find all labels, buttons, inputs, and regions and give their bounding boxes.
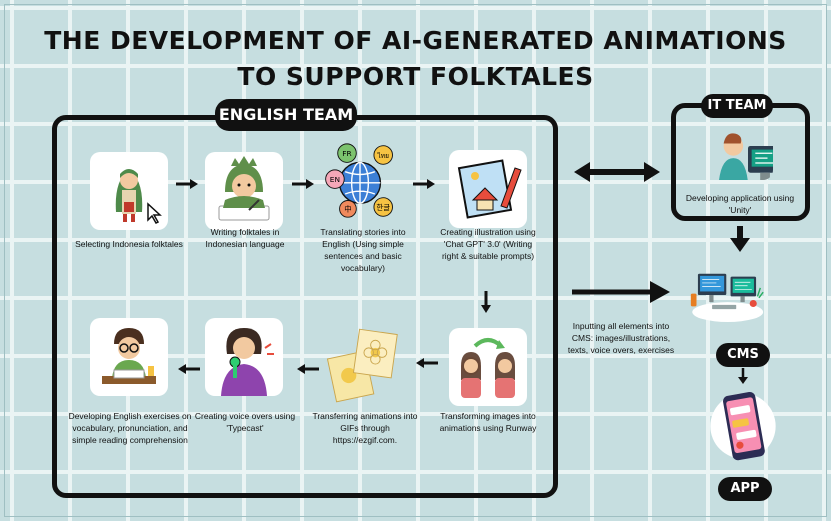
reading-boy-icon	[90, 318, 168, 396]
folktale-girl-icon	[90, 152, 168, 230]
cms-to-app-arrow	[738, 368, 748, 384]
step-7-caption: Creating voice overs using 'Typecast'	[194, 411, 296, 433]
translation-globe-icon: FR EN ไทย 한글 中	[321, 142, 403, 226]
flow-arrow-1	[176, 179, 198, 189]
app-label: APP	[718, 477, 772, 501]
flow-arrow-3	[413, 179, 435, 189]
illustration-pencil-icon	[449, 150, 527, 228]
page-title-line-1: THE DEVELOPMENT OF AI-GENERATED ANIMATIO…	[44, 26, 787, 55]
globe-badge-en: EN	[330, 175, 340, 184]
cms-input-caption: Inputting all elements into CMS: images/…	[567, 321, 675, 355]
step-1-caption: Selecting Indonesia folktales	[75, 239, 183, 249]
globe-badge-zh: 中	[344, 204, 351, 214]
flow-arrow-2	[292, 179, 314, 189]
it-team-label: IT TEAM	[701, 94, 773, 118]
step-3-caption: Translating stories into English (Using …	[320, 227, 406, 273]
english-to-cms-arrow	[572, 281, 670, 303]
mobile-app-icon	[704, 388, 782, 474]
writing-child-icon	[205, 152, 283, 230]
flow-arrow-6	[297, 364, 319, 374]
cms-label: CMS	[716, 343, 770, 367]
developer-computer-icon	[709, 124, 773, 180]
globe-badge-ko: 한글	[376, 203, 390, 212]
it-team-caption: Developing application using 'Unity'	[685, 193, 795, 215]
globe-badge-fr: FR	[342, 149, 351, 158]
step-5-caption: Transforming images into animations usin…	[439, 411, 537, 433]
english-team-label: ENGLISH TEAM	[215, 99, 357, 131]
globe-badge-th: ไทย	[377, 152, 390, 160]
flow-arrow-5	[416, 358, 438, 368]
page-title-line-2: TO SUPPORT FOLKTALES	[237, 62, 594, 91]
it-to-cms-arrow	[730, 226, 750, 252]
step-8-caption: Developing English exercises on vocabula…	[68, 411, 192, 445]
transform-images-icon	[449, 328, 527, 406]
outer-frame	[4, 4, 827, 517]
two-way-arrow	[574, 162, 660, 182]
step-2-caption: Writing folktales in Indonesian language	[205, 227, 285, 249]
flow-arrow-7	[178, 364, 200, 374]
flow-arrow-4	[481, 291, 491, 313]
voice-over-icon	[205, 318, 283, 396]
gif-frames-icon	[324, 326, 406, 408]
step-6-caption: Transferring animations into GIFs throug…	[312, 411, 418, 445]
cms-workstation-icon	[688, 256, 798, 340]
step-4-caption: Creating illustration using 'Chat GPT' 3…	[440, 227, 536, 261]
